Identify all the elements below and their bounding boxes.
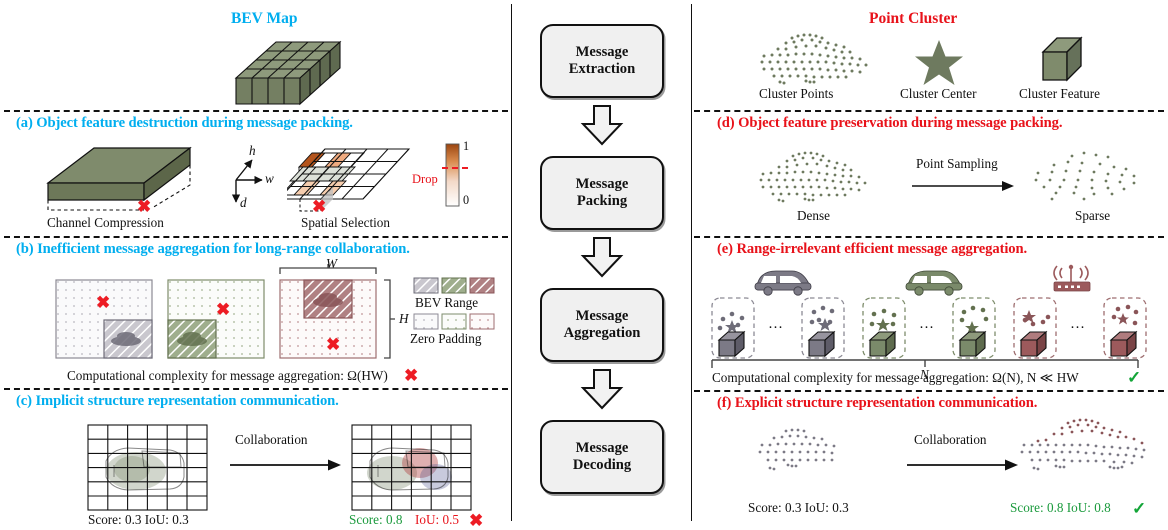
panel-d-sparse-label: Sparse (1075, 208, 1111, 223)
panel-c-arrow-icon (228, 456, 344, 474)
bev-dim-w-label: W (326, 256, 337, 271)
panel-f-before-metrics: Score: 0.3 IoU: 0.3 (748, 500, 849, 515)
panel-f-after-points-icon (1010, 415, 1160, 489)
separator-right-3 (694, 390, 1164, 392)
spatial-selection-label: Spatial Selection (301, 215, 390, 230)
panel-b-caption: (b) Inefficient message aggregation for … (16, 241, 410, 257)
step-3-line-2: Aggregation (563, 325, 641, 341)
implicit-bev-after-icon (348, 419, 478, 512)
panel-c-caption: (c) Implicit structure representation co… (16, 393, 339, 409)
axis-label-h: h (249, 143, 256, 158)
pipeline-step-message-decoding[interactable]: Message Decoding (540, 420, 664, 494)
step-4-line-1: Message (575, 440, 629, 457)
panel-b-complexity-text: Computational complexity for message agg… (67, 368, 388, 383)
panel-f-before-points-icon (744, 425, 864, 485)
step-2-line-1: Message (575, 176, 629, 193)
star-icon (912, 38, 966, 88)
panel-c-after-x-mark: ✖ (469, 511, 484, 530)
panel-d-arrow-icon (910, 178, 1016, 194)
channel-compression-x-mark: ✖ (137, 197, 152, 216)
panel-e-n-label: N (920, 367, 929, 382)
bev-x-mark-1: ✖ (96, 293, 111, 312)
separator-left-1 (4, 110, 508, 112)
axes-hwd-icon (218, 142, 284, 214)
pipeline-step-message-packing[interactable]: Message Packing (540, 156, 664, 230)
svg-text:···: ··· (768, 320, 783, 336)
panel-b-complexity-x-mark: ✖ (404, 366, 419, 385)
pipeline-arrow-3-icon (578, 368, 626, 410)
pipeline-column: Message Extraction Message Packing Messa… (512, 0, 692, 525)
step-4-line-2: Decoding (572, 457, 632, 473)
panel-f-arrow-label: Collaboration (914, 432, 987, 447)
sparse-point-cloud-icon (1022, 148, 1152, 206)
legend-cluster-points-label: Cluster Points (759, 86, 834, 101)
panel-f-after-check-mark: ✓ (1132, 499, 1147, 518)
bev-dim-h-label: H (399, 311, 409, 326)
agent-group-green: ··· (857, 262, 1007, 364)
legend-zero-padding-label: Zero Padding (410, 331, 482, 346)
step-1-line-1: Message (575, 44, 629, 61)
legend-cluster-feature-label: Cluster Feature (1019, 86, 1100, 101)
bev-x-mark-3: ✖ (326, 335, 341, 354)
panel-e-complexity-check-mark: ✓ (1127, 368, 1142, 387)
pipeline-step-message-extraction[interactable]: Message Extraction (540, 24, 664, 98)
left-column-title: BEV Map (231, 10, 298, 27)
spatial-selection-x-mark: ✖ (312, 197, 327, 216)
panel-c-after-iou: IoU: 0.5 (415, 512, 459, 527)
point-cloud-icon (750, 30, 880, 92)
spatial-selection-icon (277, 141, 415, 213)
panel-d-dense-label: Dense (797, 208, 830, 223)
column-divider-right (691, 4, 692, 521)
svg-text:···: ··· (919, 320, 934, 336)
panel-a-caption: (a) Object feature destruction during me… (16, 115, 353, 131)
svg-text:···: ··· (1070, 320, 1085, 336)
legend-bev-range-label: BEV Range (415, 295, 479, 310)
panel-e-complexity-text: Computational complexity for message agg… (712, 370, 1079, 385)
step-3-line-1: Message (575, 308, 629, 325)
bev-x-mark-2: ✖ (216, 300, 231, 319)
axis-label-w: w (265, 171, 274, 186)
channel-compression-icon (40, 138, 205, 213)
right-column: Point Cluster (692, 0, 1168, 525)
column-divider-left (511, 4, 512, 521)
panel-e-n-bracket (710, 358, 1140, 372)
panel-f-arrow-icon (905, 456, 1021, 474)
colorbar-drop-label: Drop (412, 172, 438, 186)
separator-left-3 (4, 388, 508, 390)
right-column-title: Point Cluster (869, 10, 958, 27)
pipeline-arrow-1-icon (578, 104, 626, 146)
separator-left-2 (4, 236, 508, 238)
pipeline-step-message-aggregation[interactable]: Message Aggregation (540, 288, 664, 362)
panel-f-caption: (f) Explicit structure representation co… (717, 395, 1038, 411)
dense-point-cloud-icon (747, 148, 887, 210)
panel-f-after-metrics: Score: 0.8 IoU: 0.8 (1010, 500, 1111, 515)
legend-cluster-center-label: Cluster Center (900, 86, 977, 101)
panel-c-after-score: Score: 0.8 (349, 512, 403, 527)
cube-icon (1037, 34, 1089, 88)
panel-d-arrow-label: Point Sampling (916, 156, 998, 171)
bev-map-block-icon (198, 28, 348, 110)
separator-right-2 (694, 236, 1164, 238)
panel-c-arrow-label: Collaboration (235, 432, 308, 447)
axis-label-d: d (240, 195, 247, 210)
panel-e-caption: (e) Range-irrelevant efficient message a… (717, 241, 1028, 257)
pipeline-arrow-2-icon (578, 236, 626, 278)
agent-group-gray: ··· (706, 262, 856, 364)
bev-legend-swatches (412, 276, 508, 348)
implicit-bev-before-icon (84, 419, 214, 512)
separator-right-1 (694, 110, 1164, 112)
panel-d-caption: (d) Object feature preservation during m… (717, 115, 1063, 131)
panel-c-before-metrics: Score: 0.3 IoU: 0.3 (88, 512, 189, 527)
bev-range-diagrams (54, 262, 404, 367)
step-2-line-2: Packing (576, 193, 628, 209)
step-1-line-2: Extraction (568, 61, 636, 77)
agent-group-red-rsu: ··· (1008, 262, 1158, 364)
colorbar-min-label: 0 (463, 193, 470, 207)
feature-score-colorbar (422, 140, 502, 214)
channel-compression-label: Channel Compression (47, 215, 164, 230)
left-column: BEV Map (0, 0, 512, 529)
colorbar-max-label: 1 (463, 139, 470, 153)
